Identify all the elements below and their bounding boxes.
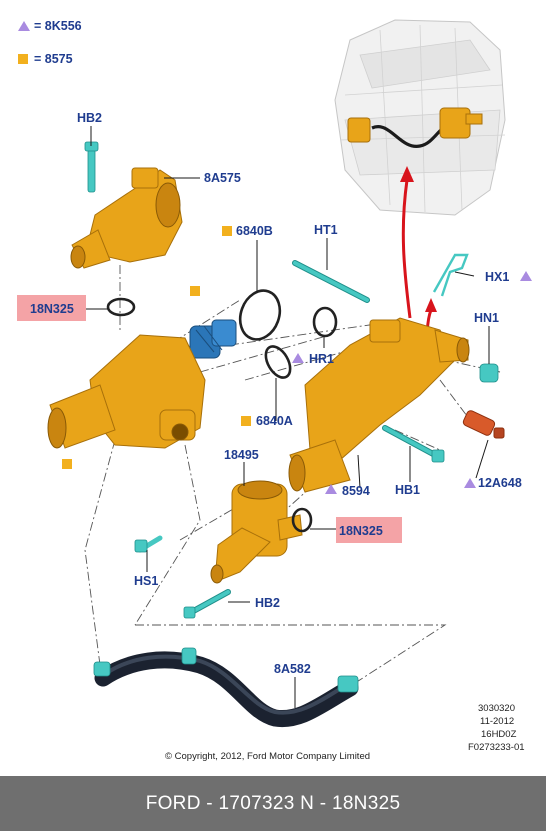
- callout-hr1: HR1: [309, 352, 334, 366]
- coolant-outlet-8594: [288, 317, 470, 493]
- o-ring-18n325-left: [106, 297, 136, 317]
- engine-inset-illustration: [334, 19, 506, 216]
- square-legend-icon: [18, 54, 28, 64]
- callout-hn1: HN1: [474, 311, 499, 325]
- callout-hb2-bottom: HB2: [255, 596, 280, 610]
- bolt-hb2-top: [84, 141, 99, 193]
- triangle-marker-hr1: [292, 353, 304, 363]
- callout-hx1: HX1: [485, 270, 509, 284]
- triangle-marker-12a648: [464, 478, 476, 488]
- callout-18n325-left: 18N325: [30, 302, 74, 316]
- highlight-18n325-right: [336, 517, 402, 543]
- callout-hs1: HS1: [134, 574, 158, 588]
- callout-8594: 8594: [342, 484, 370, 498]
- legend-square-label: = 8575: [34, 52, 73, 66]
- triangle-marker-8594: [325, 484, 337, 494]
- meta-line-2: 11-2012: [480, 716, 514, 727]
- callout-hb1: HB1: [395, 483, 420, 497]
- square-marker-6840b: [222, 226, 232, 236]
- callout-8a575: 8A575: [204, 171, 241, 185]
- clip-hx1: [432, 253, 469, 297]
- coolant-hose-8a582: [93, 647, 359, 728]
- footer-bar: [0, 776, 546, 831]
- screw-hs1: [134, 535, 163, 553]
- square-marker-6840a: [241, 416, 251, 426]
- exploded-parts-diagram: = 8K556 = 8575: [17, 19, 532, 762]
- sensor-12a648: [462, 410, 505, 439]
- callout-12a648: 12A648: [478, 476, 522, 490]
- auxiliary-pump-18495: [210, 480, 303, 584]
- square-marker-left-housing: [62, 459, 72, 469]
- thermostat-housing-left: [47, 334, 206, 449]
- legend-triangle-label: = 8K556: [34, 19, 82, 33]
- gasket-6840b: [238, 289, 282, 341]
- callout-8a582: 8A582: [274, 662, 311, 676]
- bolt-hb2-bottom: [183, 589, 231, 619]
- installation-arrow: [401, 179, 412, 319]
- meta-line-3: 16HD0Z: [481, 729, 517, 740]
- highlight-18n325-left: [17, 295, 86, 321]
- triangle-legend-icon: [18, 21, 30, 31]
- callout-6840a: 6840A: [256, 414, 293, 428]
- stud-ht1: [292, 260, 370, 303]
- clip-arrow-head: [425, 298, 437, 312]
- o-ring-hr1: [312, 306, 338, 338]
- callout-18n325-right: 18N325: [339, 524, 383, 538]
- bolt-hb1: [382, 425, 445, 463]
- callout-18495: 18495: [224, 448, 259, 462]
- square-marker-thermostat: [190, 286, 200, 296]
- thermostat-element: [189, 319, 237, 359]
- installation-arrow-head: [400, 166, 414, 182]
- leader-lines: [86, 126, 490, 708]
- triangle-marker-hx1: [520, 271, 532, 281]
- meta-line-4: F0273233-01: [468, 742, 525, 753]
- callout-ht1: HT1: [314, 223, 338, 237]
- copyright-notice: © Copyright, 2012, Ford Motor Company Li…: [165, 751, 370, 762]
- meta-line-1: 3030320: [478, 703, 515, 714]
- nut-hn1: [479, 363, 499, 383]
- footer-part-reference: FORD - 1707323 N - 18N325: [145, 793, 401, 814]
- o-ring-18n325-right: [291, 507, 313, 533]
- callout-6840b: 6840B: [236, 224, 273, 238]
- thermostat-housing-8a575: [70, 167, 183, 269]
- gasket-6840a: [264, 345, 292, 379]
- callout-hb2-top: HB2: [77, 111, 102, 125]
